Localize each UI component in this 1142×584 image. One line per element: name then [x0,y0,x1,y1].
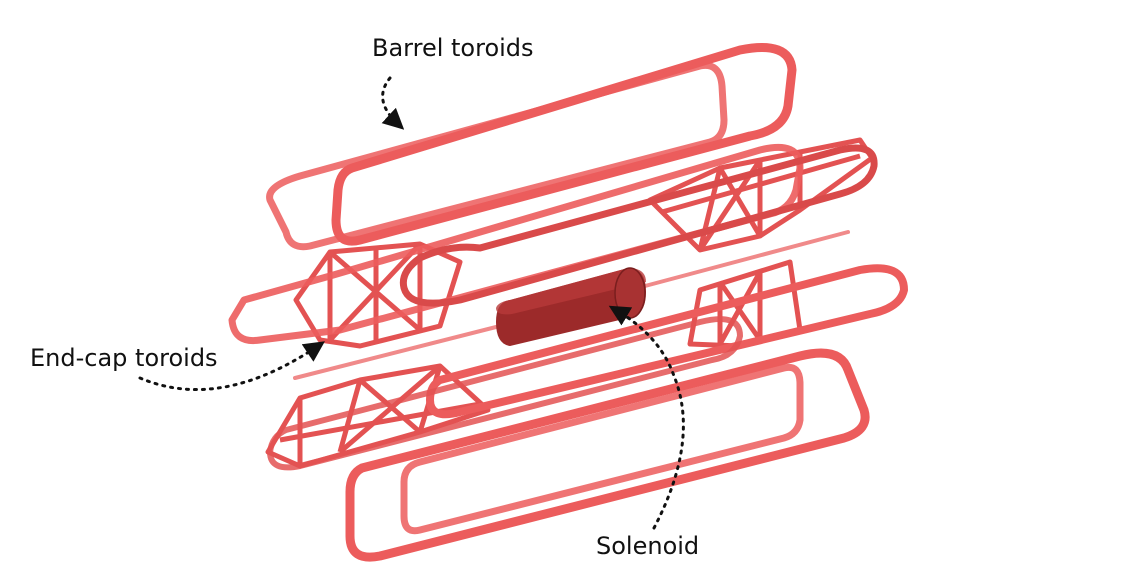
beam-pipe [293,230,850,380]
label-arrows [138,76,685,530]
dotted-arrow-icon [138,341,325,392]
solenoid-cylinder [496,267,646,346]
dotted-arrow-icon [381,76,405,130]
label-end-cap-toroids: End-cap toroids [30,344,218,372]
end-cap-toroid-left [293,241,463,349]
label-solenoid: Solenoid [596,532,700,560]
label-barrel-toroids: Barrel toroids [372,34,534,62]
barrel-toroid-coils [228,43,908,562]
dotted-arrow-icon [608,305,685,530]
